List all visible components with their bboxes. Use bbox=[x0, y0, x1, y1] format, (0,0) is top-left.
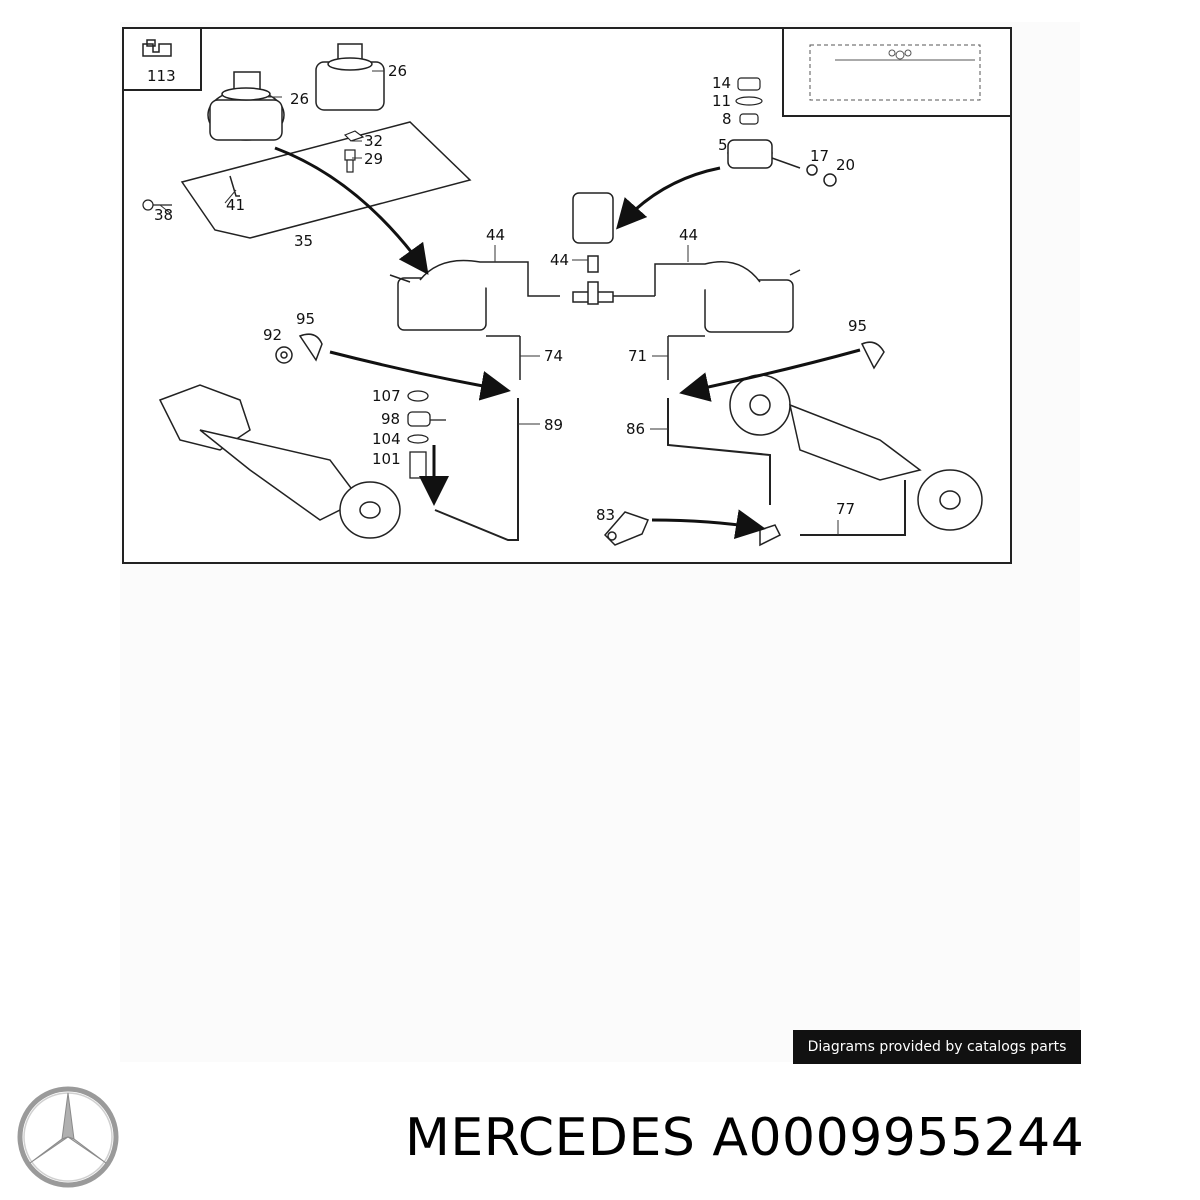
callout-104: 104 bbox=[372, 430, 401, 448]
callout-38: 38 bbox=[154, 206, 173, 224]
callout-71: 71 bbox=[628, 347, 647, 365]
callout-44-right: 44 bbox=[679, 226, 698, 244]
mercedes-star-icon bbox=[17, 1086, 119, 1188]
assembly-arrows bbox=[274, 146, 861, 540]
tee-connector-icon bbox=[572, 281, 655, 305]
callout-17: 17 bbox=[810, 147, 829, 165]
cap-14-icon bbox=[735, 77, 763, 125]
callout-74: 74 bbox=[544, 347, 563, 365]
callout-35: 35 bbox=[294, 232, 313, 250]
screw-38-icon bbox=[142, 199, 172, 211]
valve-right-icon bbox=[654, 261, 801, 380]
callout-29: 29 bbox=[364, 150, 383, 168]
reservoir-26-right-icon bbox=[315, 43, 385, 111]
callout-89: 89 bbox=[544, 416, 563, 434]
callout-95-left: 95 bbox=[296, 310, 315, 328]
callout-20: 20 bbox=[836, 156, 855, 174]
callout-8: 8 bbox=[722, 110, 732, 128]
callout-32: 32 bbox=[364, 132, 383, 150]
front-axle-left-icon bbox=[158, 384, 401, 539]
callout-98: 98 bbox=[381, 410, 400, 428]
brand-part-number: MERCEDES A0009955244 bbox=[405, 1108, 1084, 1168]
diagram-credit-badge: Diagrams provided by catalogs parts bbox=[793, 1030, 1081, 1064]
clamp-95-left-icon bbox=[298, 333, 323, 362]
reservoir-26-left-icon bbox=[207, 71, 285, 141]
callout-leaders bbox=[159, 70, 839, 535]
callout-101: 101 bbox=[372, 450, 401, 468]
callout-92: 92 bbox=[263, 326, 282, 344]
bolt-29-icon bbox=[343, 130, 365, 173]
callout-41: 41 bbox=[226, 196, 245, 214]
callout-107: 107 bbox=[372, 387, 401, 405]
callout-83: 83 bbox=[596, 506, 615, 524]
sensor-83-icon bbox=[603, 511, 650, 546]
brake-line-86-icon bbox=[667, 398, 771, 505]
rear-axle-right-icon bbox=[729, 374, 983, 531]
valve-left-icon bbox=[389, 259, 560, 380]
callout-44-center: 44 bbox=[550, 251, 569, 269]
fittings-107-101-icon bbox=[407, 390, 446, 479]
clip-113-icon bbox=[142, 39, 172, 57]
part-number: A0009955244 bbox=[712, 1108, 1085, 1168]
callout-77: 77 bbox=[836, 500, 855, 518]
bracket-35-icon bbox=[180, 121, 472, 239]
vehicle-outline-icon bbox=[809, 44, 981, 101]
inset-vehicle-outline bbox=[782, 27, 1012, 117]
clamp-95-right-icon bbox=[860, 341, 885, 370]
callout-44-left: 44 bbox=[486, 226, 505, 244]
reservoir-bottle-icon bbox=[572, 192, 614, 273]
seal-92-icon bbox=[275, 346, 293, 364]
callout-95-right: 95 bbox=[848, 317, 867, 335]
inset-part-113 bbox=[122, 27, 202, 91]
callout-14: 14 bbox=[712, 74, 731, 92]
callout-5: 5 bbox=[718, 136, 728, 154]
callout-86: 86 bbox=[626, 420, 645, 438]
callout-26-right: 26 bbox=[388, 62, 407, 80]
callout-113: 113 bbox=[147, 67, 176, 85]
fitting-tee-icon bbox=[759, 524, 782, 547]
brake-line-77-icon bbox=[800, 480, 906, 536]
callout-11: 11 bbox=[712, 92, 731, 110]
brand-name: MERCEDES bbox=[405, 1108, 696, 1168]
brake-line-89-icon bbox=[434, 398, 519, 541]
reservoir-5-icon bbox=[727, 139, 837, 187]
callout-26-left: 26 bbox=[290, 90, 309, 108]
